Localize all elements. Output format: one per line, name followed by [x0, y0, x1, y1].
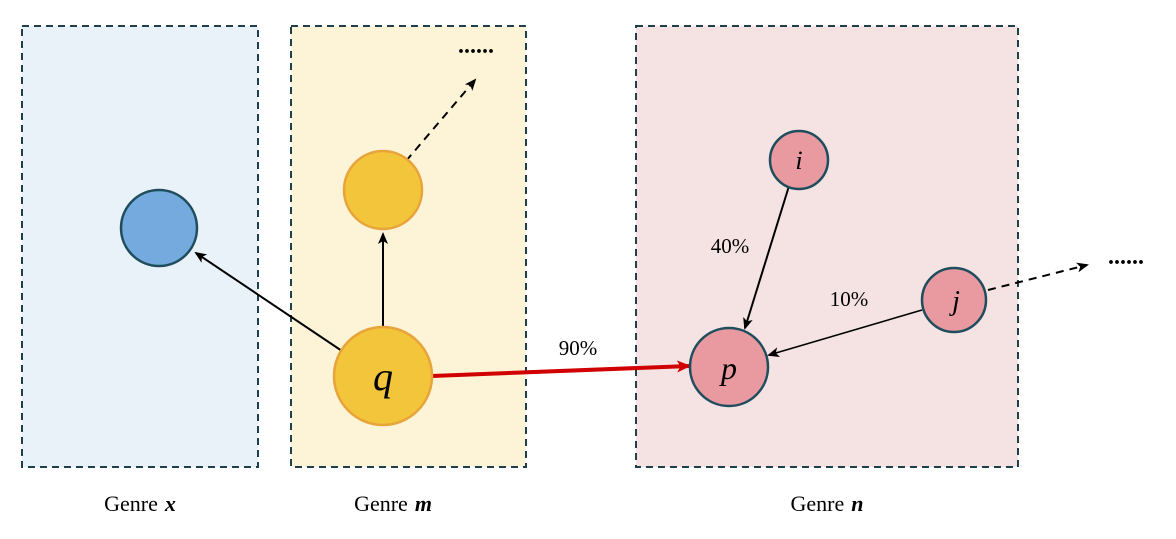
edge-j-to-p [767, 309, 923, 357]
edge-label-q-to-p: 90% [559, 336, 598, 360]
node-j-label: j [949, 286, 960, 317]
genre-n-prefix: Genre [791, 491, 845, 516]
node-q [332, 325, 434, 427]
node-i-label: i [795, 146, 802, 175]
genre-n-box [635, 25, 1019, 468]
node-p-label: p [719, 350, 737, 386]
edge-q-to-blue [194, 251, 343, 352]
edge-q-to-p [431, 360, 691, 378]
ellipsis-right: ...... [1108, 244, 1144, 270]
node-i [768, 129, 830, 191]
node-p [688, 326, 770, 408]
genre-n-var: n [851, 491, 863, 516]
node-j [920, 266, 988, 334]
blue-node [119, 188, 199, 268]
genre-x-var: x [164, 491, 176, 516]
edge-i-to-p [743, 185, 790, 330]
genre-x-prefix: Genre [104, 491, 158, 516]
edge-label-i-to-p: 40% [711, 234, 750, 258]
node-q-label: q [373, 354, 393, 399]
edge-j-to-more [987, 262, 1089, 291]
yellow-node-top [342, 149, 424, 231]
genre-m-prefix: Genre [354, 491, 408, 516]
edge-yellow-to-more [405, 78, 477, 162]
edge-label-j-to-p: 10% [830, 287, 869, 311]
ellipsis-genre-m: ...... [458, 33, 494, 59]
genre-m-var: m [415, 491, 432, 516]
